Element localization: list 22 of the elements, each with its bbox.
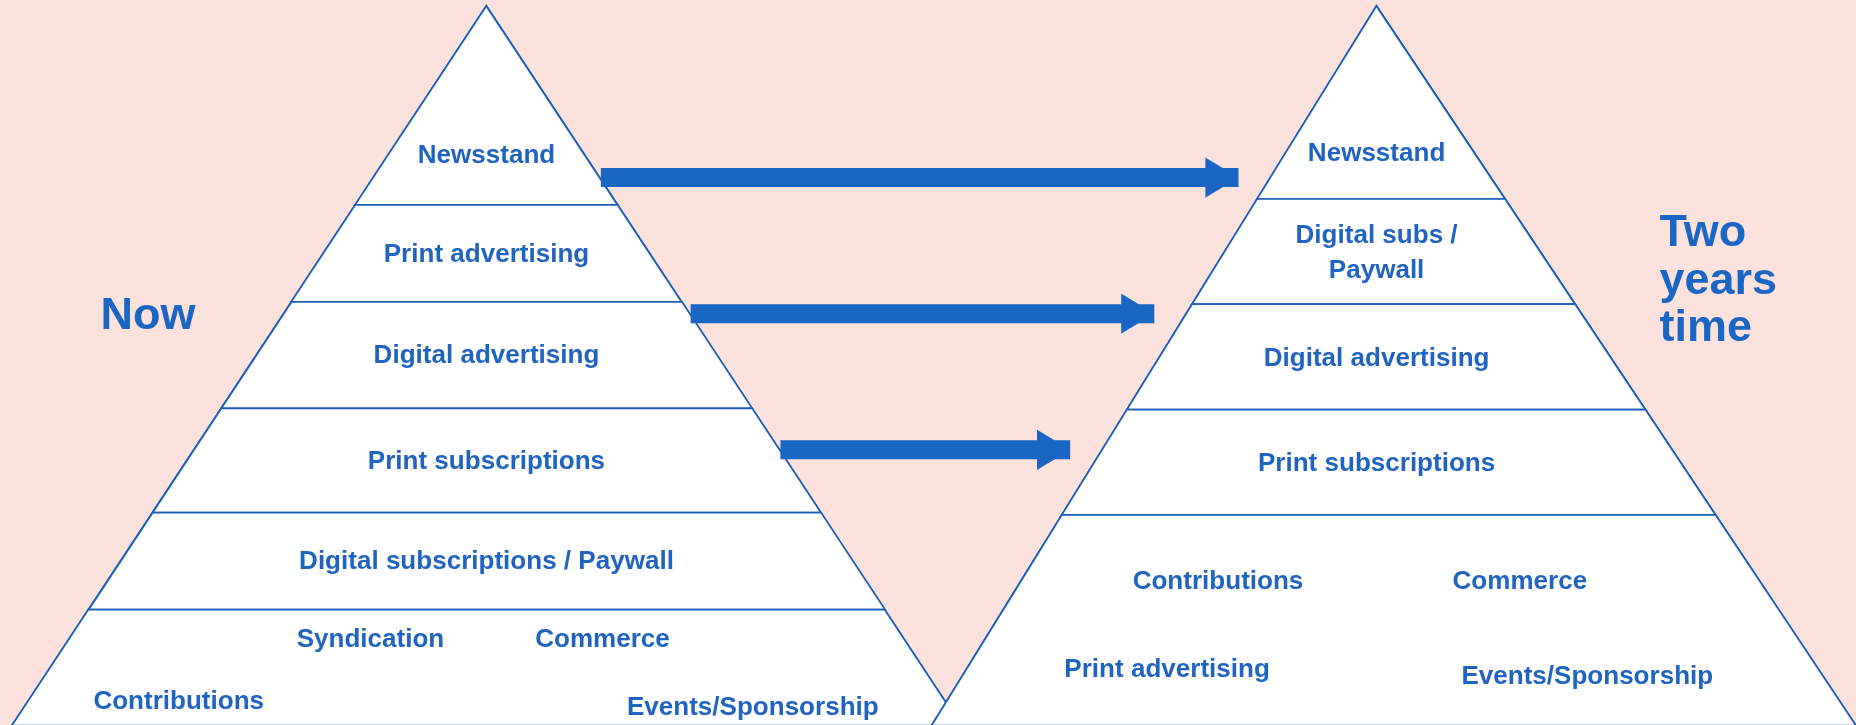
tier-label: Contributions [93,685,265,717]
tier-label: Print subscriptions [367,445,606,476]
tier-label: Digital advertising [373,339,600,371]
tier-label: Newsstand [417,139,556,171]
tier-label: Print subscriptions [1257,446,1496,478]
arrow [600,157,1239,198]
tier-label: Events/Sponsorship [626,691,879,723]
tier-label: Events/Sponsorship [1461,660,1714,692]
tier-label: Digital subs / Paywall [1294,217,1459,286]
tier-label: Contributions [1132,565,1304,597]
arrow [780,429,1071,470]
tier-label: Commerce [1452,565,1588,597]
tier-label: Print advertising [383,237,590,269]
tier-label: Print advertising [1064,653,1270,685]
tier-label: Syndication [296,623,445,655]
tier-label: Digital subscriptions / Paywall [299,545,674,577]
tier-label: Digital advertising [1263,341,1490,373]
arrow [690,293,1155,334]
tier-label: Newsstand [1307,136,1446,168]
pyramid-heading: Now [100,290,196,338]
pyramid-heading: Two years time [1659,207,1779,350]
tier-label: Commerce [535,623,670,655]
